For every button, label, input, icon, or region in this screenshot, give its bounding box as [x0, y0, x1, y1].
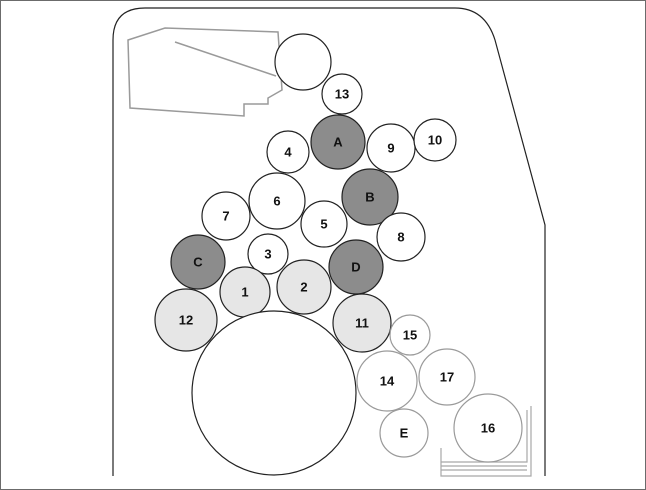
- roller-label: 6: [273, 194, 280, 209]
- roller-circle: [379, 408, 429, 458]
- roller-14: 14: [356, 350, 418, 412]
- roller-C: C: [170, 234, 226, 290]
- roller-1: 1: [219, 266, 271, 318]
- roller-2: 2: [276, 259, 332, 315]
- roller-circle: [191, 310, 357, 476]
- roller-label: 1: [241, 285, 248, 300]
- roller-circle: [247, 233, 289, 275]
- roller-label: 2: [300, 280, 307, 295]
- roller-circle: [274, 33, 332, 91]
- roller-circle: [453, 393, 523, 463]
- roller-label: C: [193, 255, 203, 270]
- roller-12: 12: [154, 288, 218, 352]
- roller-11: 11: [332, 293, 392, 353]
- roller-15: 15: [389, 314, 431, 356]
- paper-cassette: [127, 27, 283, 117]
- roller-label: 5: [320, 217, 327, 232]
- roller-9: 9: [366, 123, 416, 173]
- roller-circle: [248, 172, 306, 230]
- roller-circle: [389, 314, 431, 356]
- roller-label: 9: [387, 141, 394, 156]
- roller-circle: [341, 168, 399, 226]
- roller-label: 15: [403, 328, 417, 343]
- roller-circle: [356, 350, 418, 412]
- roller-label: 16: [481, 421, 495, 436]
- roller-label: D: [351, 260, 360, 275]
- roller-label: 17: [440, 370, 454, 385]
- roller-main: [191, 310, 357, 476]
- roller-label: 4: [284, 145, 292, 160]
- roller-13: 13: [321, 73, 363, 115]
- roller-circle: [332, 293, 392, 353]
- roller-circle: [328, 239, 384, 295]
- roller-label: E: [400, 426, 409, 441]
- roller-4: 4: [266, 130, 310, 174]
- roller-circle: [170, 234, 226, 290]
- paper-sheet-line: [174, 41, 277, 77]
- roller-circle: [266, 130, 310, 174]
- roller-D: D: [328, 239, 384, 295]
- roller-circle: [413, 118, 457, 162]
- roller-circle: [201, 191, 251, 241]
- roller-circle: [376, 212, 426, 262]
- roller-circle: [310, 114, 366, 170]
- roller-label: B: [365, 190, 374, 205]
- roller-B: B: [341, 168, 399, 226]
- roller-top: [274, 33, 332, 91]
- roller-6: 6: [248, 172, 306, 230]
- roller-label: 10: [428, 133, 442, 148]
- roller-label: 12: [179, 313, 193, 328]
- roller-label: 8: [397, 230, 404, 245]
- roller-label: 7: [222, 209, 229, 224]
- roller-5: 5: [300, 200, 348, 248]
- roller-circle: [418, 348, 476, 406]
- roller-circle: [321, 73, 363, 115]
- roller-label: 14: [380, 374, 395, 389]
- roller-7: 7: [201, 191, 251, 241]
- output-tray: [440, 406, 532, 477]
- roller-circle: [276, 259, 332, 315]
- roller-label: 13: [335, 87, 349, 102]
- roller-A: A: [310, 114, 366, 170]
- roller-8: 8: [376, 212, 426, 262]
- roller-circle: [154, 288, 218, 352]
- roller-3: 3: [247, 233, 289, 275]
- roller-16: 16: [453, 393, 523, 463]
- roller-label: A: [333, 135, 343, 150]
- roller-circle: [300, 200, 348, 248]
- roller-17: 17: [418, 348, 476, 406]
- roller-label: 3: [264, 247, 271, 262]
- roller-label: 11: [355, 316, 369, 331]
- roller-10: 10: [413, 118, 457, 162]
- machine-housing: [112, 7, 546, 476]
- roller-E: E: [379, 408, 429, 458]
